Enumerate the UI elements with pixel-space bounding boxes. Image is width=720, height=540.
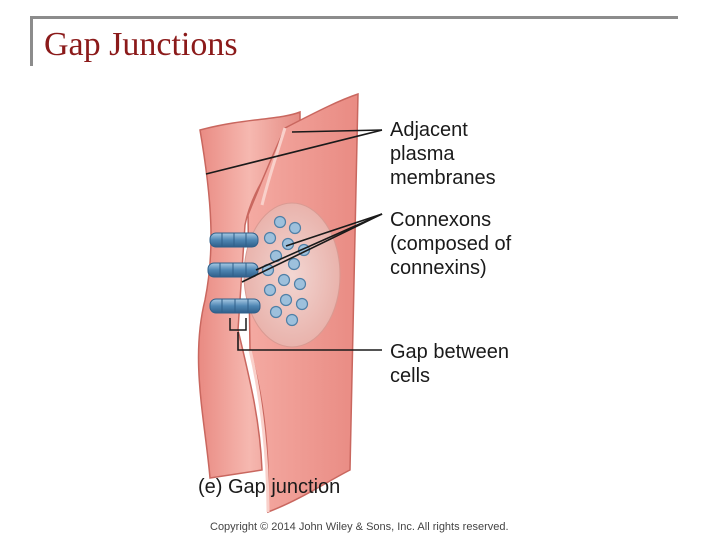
connexon-channel-icon — [209, 232, 259, 248]
label-line: Adjacent — [390, 119, 468, 141]
slide-frame-left — [30, 16, 33, 66]
label-connexons: Connexons (composed of connexins) — [390, 208, 511, 280]
copyright-notice: Copyright © 2014 John Wiley & Sons, Inc.… — [210, 521, 509, 533]
figure-caption: (e) Gap junction — [198, 476, 341, 498]
label-gap-between-cells: Gap between cells — [390, 340, 509, 388]
label-line: Connexons — [390, 209, 492, 231]
slide-title: Gap Junctions — [44, 26, 238, 63]
label-line: connexins) — [390, 257, 487, 279]
label-line: membranes — [390, 167, 496, 189]
connexon-channel-icon — [209, 298, 261, 314]
connexon-dots — [261, 215, 311, 327]
slide-frame-top — [30, 16, 678, 19]
leader-lines — [205, 129, 383, 351]
label-adjacent-membranes: Adjacent plasma membranes — [390, 118, 496, 190]
label-line: cells — [390, 365, 431, 387]
label-line: Gap between — [390, 341, 509, 363]
label-line: (composed of — [390, 233, 512, 255]
connexon-channel-icon — [207, 262, 259, 278]
membrane-fold-highlight — [248, 349, 270, 513]
gap-bracket — [229, 318, 247, 331]
label-line: plasma — [390, 143, 455, 165]
membrane-fold-highlight — [260, 127, 287, 206]
connexon-channels — [207, 232, 261, 314]
